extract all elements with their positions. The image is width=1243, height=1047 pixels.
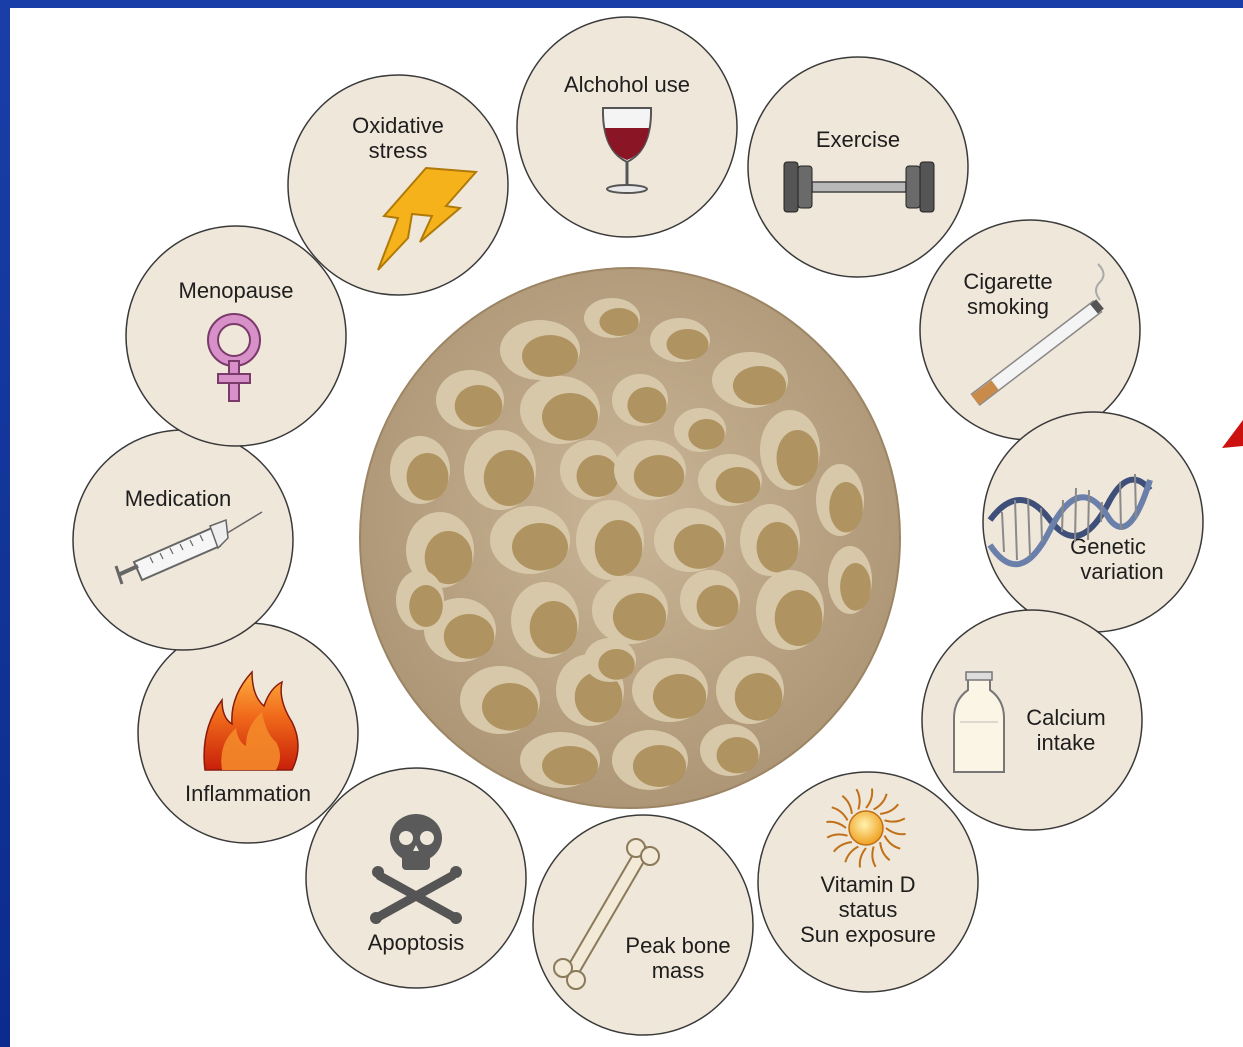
factor-label: variation (1080, 559, 1163, 584)
bone-pore-shadow (634, 455, 684, 497)
factor-exercise: Exercise (748, 57, 968, 277)
bone-pore-shadow (455, 385, 503, 427)
factor-inflammation: Inflammation (138, 623, 358, 843)
bone-pore-shadow (674, 524, 724, 569)
bone-pore-shadow (542, 746, 598, 785)
bone-pore-shadow (522, 335, 578, 377)
factor-label: Cigarette (963, 269, 1052, 294)
bone-pore-shadow (829, 482, 863, 532)
factor-medication: Medication (73, 430, 293, 650)
factor-genetic: Genetic variation (983, 412, 1203, 632)
factor-vitamin: Vitamin D status Sun exposure (758, 772, 978, 992)
bone-pore-shadow (444, 614, 494, 659)
bone-pore-shadow (599, 308, 638, 336)
factor-label: Inflammation (185, 781, 311, 806)
factor-label: Peak bone (625, 933, 730, 958)
factor-label: smoking (967, 294, 1049, 319)
factor-label: Oxidative (352, 113, 444, 138)
bone-pore-shadow (627, 387, 666, 423)
bone-pore-shadow (530, 601, 578, 654)
factor-apoptosis: Apoptosis (306, 768, 526, 988)
bone-pore-shadow (613, 593, 666, 641)
bone-pore-shadow (717, 737, 759, 773)
bone-pore-shadow (667, 329, 709, 360)
bone-pore-shadow (777, 430, 819, 486)
factor-label: mass (652, 958, 705, 983)
bone-pore-shadow (775, 590, 823, 646)
bone-pore-shadow (577, 455, 619, 497)
factor-menopause: Menopause (126, 226, 346, 446)
factor-label: Genetic (1070, 534, 1146, 559)
bone-pore-shadow (716, 467, 761, 503)
bone-pore-shadow (484, 450, 534, 506)
bone-pore-shadow (733, 366, 786, 405)
factor-peak-bone: Peak bone mass (533, 815, 753, 1035)
factor-alcohol: Alchohol use (517, 17, 737, 237)
bone-pore-shadow (757, 522, 799, 572)
factor-calcium: Calcium intake (922, 610, 1142, 830)
factor-label: stress (369, 138, 428, 163)
factor-label: Alchohol use (564, 72, 690, 97)
factor-label: Apoptosis (368, 930, 465, 955)
factor-label: Vitamin D (821, 872, 916, 897)
bone-pore-shadow (735, 673, 783, 721)
bone-pore-shadow (542, 393, 598, 441)
factor-label: Calcium (1026, 705, 1105, 730)
bone-pore-shadow (407, 453, 449, 501)
bone-pore-shadow (697, 585, 739, 627)
factor-oxidative: Oxidative stress (288, 75, 508, 295)
bone-pore-shadow (598, 649, 634, 680)
bone-pore-shadow (409, 585, 443, 627)
factor-label: status (839, 897, 898, 922)
trabecular-bone-center (360, 268, 900, 808)
bone-pore-shadow (633, 745, 686, 787)
bone-pore-shadow (653, 674, 706, 719)
bone-pore-shadow (512, 523, 568, 571)
bone-pore-shadow (482, 683, 538, 731)
factor-label: Sun exposure (800, 922, 936, 947)
bone-pore-shadow (840, 563, 871, 611)
factor-cigarette: Cigarette smoking (920, 220, 1140, 440)
bone-pore-shadow (688, 419, 724, 450)
factor-label: Exercise (816, 127, 900, 152)
factor-label: intake (1037, 730, 1096, 755)
pointer-arrow-icon (1222, 420, 1243, 448)
factor-label: Menopause (179, 278, 294, 303)
factor-label: Medication (125, 486, 231, 511)
bone-pore-shadow (595, 520, 643, 576)
